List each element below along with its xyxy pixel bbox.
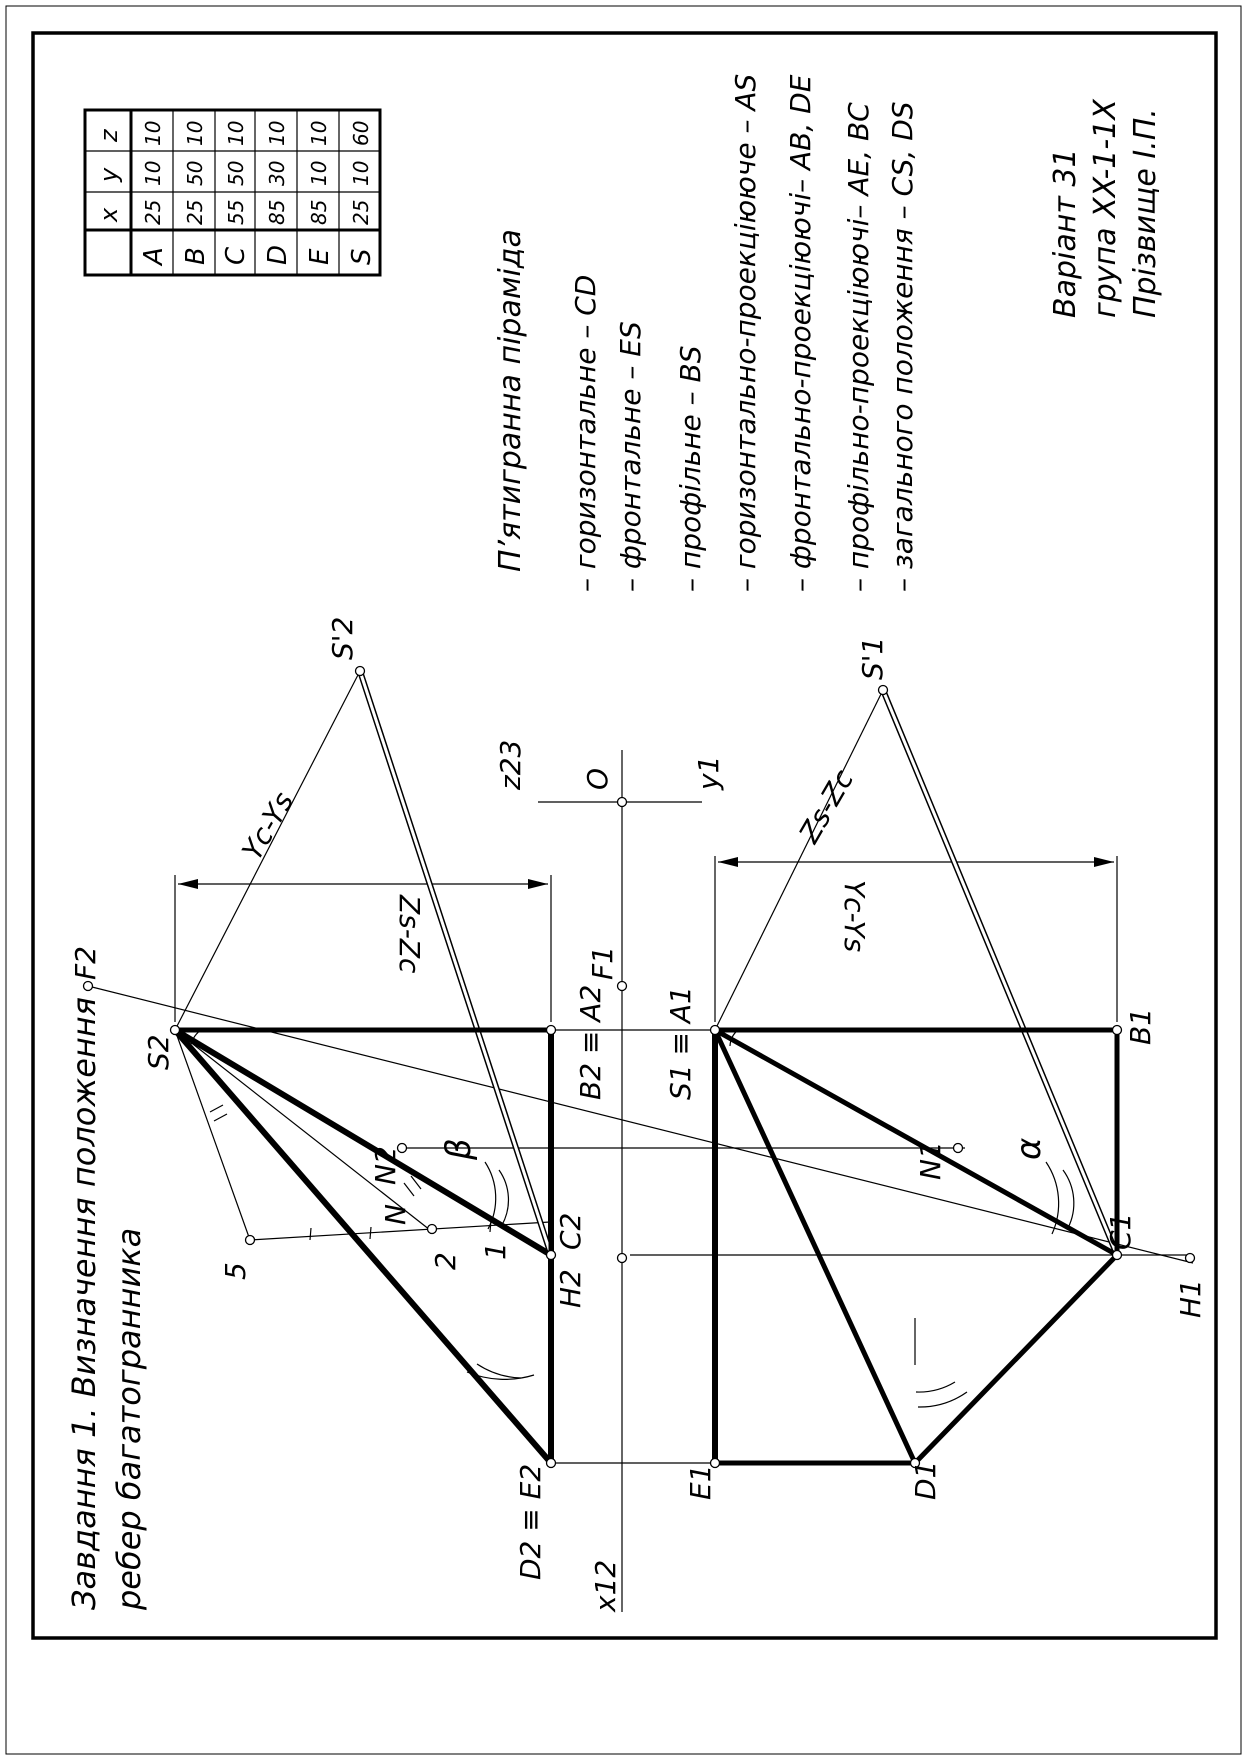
label-alpha: α: [1009, 1138, 1049, 1160]
label-c2: C2: [554, 1213, 587, 1250]
outer-border: [5, 5, 1242, 1755]
label-s2-prime: S'2: [326, 617, 359, 660]
stamp-group: група XX-1-1X: [1088, 98, 1123, 318]
label-s1-a1: S1 ≡ A1: [664, 986, 697, 1100]
label-2: 2: [429, 1252, 462, 1270]
dim-zs-zc-top: Zs-Zc: [393, 894, 426, 974]
label-f1: F1: [586, 946, 619, 980]
table-row-e: E 85 10 10: [305, 121, 335, 265]
table-row-c: C 55 50 10: [221, 121, 251, 265]
stamp-variant: Варіант 31: [1048, 148, 1083, 318]
description-item: – фронтально-проекціюючі– AB, DE: [784, 74, 817, 592]
table-cell: 10: [307, 161, 331, 186]
dim-yc-ys-bot: Yc-Ys: [838, 880, 871, 952]
stamp-name: Прізвище І.П.: [1128, 108, 1163, 318]
double-lines: [172, 670, 1120, 1465]
geometry: F2 S2 S'2 z23 O y1 F1 S'1 B2 ≡ A2 S1 ≡ A…: [69, 617, 1207, 1613]
label-c1: C1: [1104, 1213, 1137, 1250]
description-heading: П’ятигранна піраміда: [493, 229, 528, 572]
table-cell: C: [221, 246, 251, 265]
description-item: – загального положення – CS, DS: [886, 101, 919, 592]
table-cell: 10: [141, 161, 165, 186]
label-z23: z23: [494, 740, 527, 791]
table-cell: B: [181, 247, 211, 265]
coordinates-table: x y z A 25 10 10 B 25 50 10 C 55 50 10 D…: [83, 108, 382, 277]
table-cell: 85: [307, 200, 331, 225]
table-cell: 25: [183, 200, 207, 225]
label-n1: N1: [914, 1141, 947, 1180]
label-y1: y1: [692, 756, 725, 791]
thick-edges: [173, 1027, 1120, 1466]
label-beta: β: [439, 1138, 479, 1161]
label-h2: H2: [554, 1269, 587, 1308]
label-f2: F2: [69, 946, 102, 980]
description: П’ятигранна піраміда – горизонтальне – C…: [493, 74, 919, 592]
label-x12: x12: [589, 1560, 622, 1613]
table-cell: 10: [183, 121, 207, 146]
label-b1: B1: [1124, 1008, 1157, 1045]
table-header-y: y: [95, 167, 123, 183]
points: [82, 665, 1196, 1469]
label-1: 1: [479, 1242, 512, 1260]
table-cell: 30: [265, 161, 289, 186]
table-cell: 55: [224, 200, 248, 225]
table-row-a: A 25 10 10: [139, 121, 169, 267]
table-cell: 60: [349, 121, 373, 146]
table-cell: 25: [349, 200, 373, 225]
title-line1: Завдання 1. Визначення положення: [65, 997, 103, 1610]
table-cell: 50: [183, 161, 207, 186]
title-block: Завдання 1. Визначення положення ребер б…: [65, 997, 148, 1611]
dim-yc-ys-top: Yc-Ys: [235, 786, 300, 865]
label-e1: E1: [684, 1464, 717, 1500]
label-n: N: [379, 1204, 412, 1225]
table-header-x: x: [95, 207, 123, 223]
drawing-labels: F2 S2 S'2 z23 O y1 F1 S'1 B2 ≡ A2 S1 ≡ A…: [69, 617, 1207, 1613]
table-cell: S: [347, 248, 377, 265]
description-item: – профільно-проекціюючі– AE, BC: [842, 102, 875, 592]
table-cell: 10: [224, 121, 248, 146]
table-header-z: z: [95, 128, 123, 143]
table-cell: 10: [265, 121, 289, 146]
description-item: – горизонтальне – CD: [569, 275, 602, 592]
label-o: O: [581, 768, 614, 790]
dim-zs-zc-bot: Zs-Zc: [792, 764, 861, 850]
label-d2-e2: D2 ≡ E2: [514, 1464, 547, 1580]
label-s1-prime: S'1: [856, 637, 889, 680]
table-cell: 10: [349, 161, 373, 186]
table-cell: 85: [265, 200, 289, 225]
table-row-s: S 25 10 60: [347, 121, 377, 265]
label-b2-a2: B2 ≡ A2: [574, 985, 607, 1100]
table-row-d: D 85 30 10: [263, 121, 293, 265]
label-h1: H1: [1174, 1279, 1207, 1318]
label-d1: D1: [909, 1461, 942, 1500]
table-cell: 25: [141, 200, 165, 225]
label-5: 5: [219, 1262, 252, 1280]
drawing-frame: [31, 31, 1218, 1640]
table-cell: 10: [141, 121, 165, 146]
description-item: – профільне – BS: [674, 345, 707, 592]
table-cell: D: [263, 245, 293, 265]
table-cell: E: [305, 248, 335, 265]
table-cell: A: [139, 247, 169, 267]
table-row-b: B 25 50 10: [181, 121, 211, 265]
title-line2: ребер багатогранника: [110, 1228, 148, 1611]
stamp: Варіант 31 група XX-1-1X Прізвище І.П.: [1048, 98, 1163, 318]
label-n2: N2: [369, 1146, 402, 1185]
table-cell: 10: [307, 121, 331, 146]
description-item: – фронтальне – ES: [614, 321, 647, 592]
table-cell: 50: [224, 161, 248, 186]
label-s2: S2: [142, 1034, 175, 1070]
description-item: – горизонтально-проекціююче – AS: [729, 74, 762, 592]
